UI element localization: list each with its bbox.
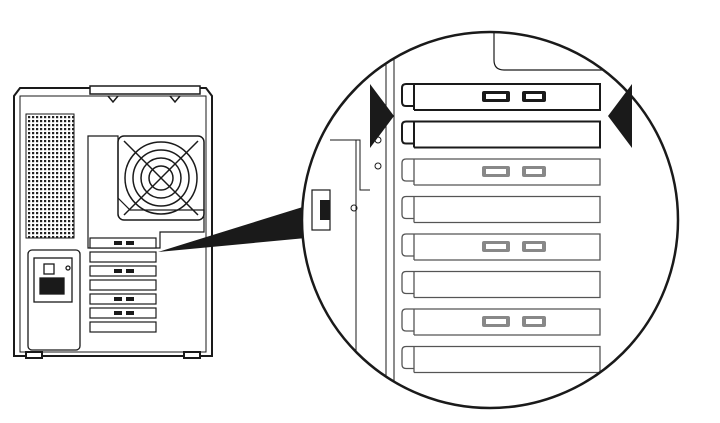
- expansion-slot: [401, 233, 601, 261]
- zoom-detail: [302, 32, 678, 408]
- port-opening: [486, 169, 506, 174]
- vent-mesh: [25, 113, 75, 239]
- psu: [27, 249, 81, 351]
- pc-case-rear: [13, 85, 213, 359]
- slot-pointer-right-icon: [608, 84, 632, 148]
- pci-slots-small: [89, 237, 157, 333]
- zoom-slots: [401, 83, 601, 374]
- expansion-slot: [401, 270, 601, 299]
- expansion-slot: [401, 345, 601, 374]
- expansion-slot: [401, 308, 601, 336]
- port-opening: [486, 244, 506, 249]
- port-opening: [526, 244, 542, 249]
- port-opening: [526, 94, 542, 99]
- zoom-circle-outline: [300, 30, 680, 410]
- slot-pointer-left-icon: [370, 84, 394, 148]
- port-opening: [526, 319, 542, 324]
- foot: [183, 351, 201, 359]
- fan-grille-icon: [117, 135, 205, 221]
- port-opening: [526, 169, 542, 174]
- port-opening: [486, 319, 506, 324]
- expansion-slot: [401, 83, 601, 111]
- foot: [25, 351, 43, 359]
- expansion-slot: [401, 158, 601, 186]
- zoom-callout-wedge: [158, 206, 306, 252]
- port-opening: [486, 94, 506, 99]
- expansion-slot: [401, 120, 601, 149]
- expansion-slot: [401, 195, 601, 224]
